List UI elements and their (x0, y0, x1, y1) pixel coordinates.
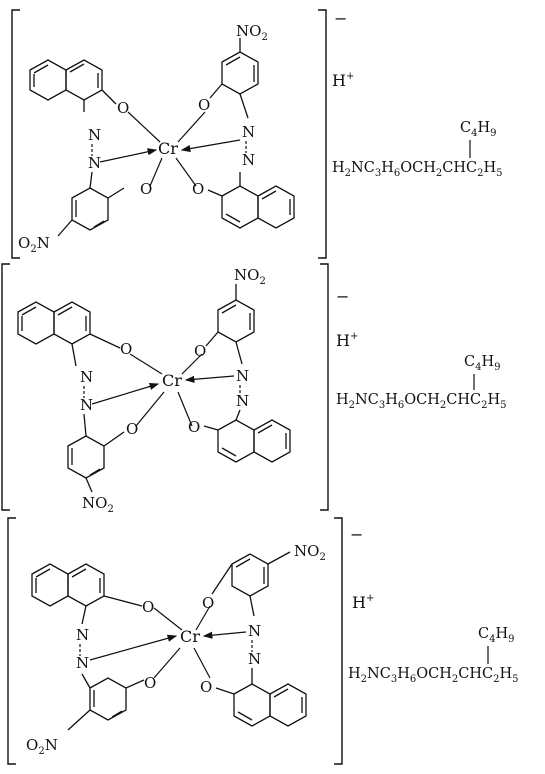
oxygen-label: O (194, 342, 206, 360)
nitro-label: O2N (18, 234, 50, 255)
metal-label: Cr (162, 371, 182, 390)
svg-text:C4H9: C4H9 (460, 120, 497, 139)
right-bracket (320, 263, 329, 511)
amine-counterion: C4H9 H2NC3H6OCH2CHC2H5 (336, 354, 507, 411)
azo-n-label: N (80, 396, 93, 414)
nitro-label: NO2 (236, 22, 268, 43)
oxygen-label: O (142, 598, 154, 616)
complex-isomer-3: − O NO2 O N N N N Cr (7, 517, 519, 765)
phenyl-top-right (211, 551, 291, 617)
oxygen-label: O (117, 99, 129, 117)
proton-label: H+ (336, 331, 358, 350)
left-bracket (11, 9, 20, 259)
svg-text:H2NC3H6OCH2CHC2H5: H2NC3H6OCH2CHC2H5 (332, 160, 503, 179)
phenyl-top-right (209, 38, 259, 119)
complex-isomer-2: − O NO2 O N N N N Cr (1, 263, 507, 515)
svg-text:C4H9: C4H9 (464, 354, 501, 373)
complex-isomer-1: − O NO2 O N N N N (11, 9, 503, 259)
azo-n-label: N (88, 126, 101, 144)
oxygen-label: O (144, 674, 156, 692)
naphthalene-bottom-right (203, 409, 291, 463)
nitro-label: NO2 (82, 494, 114, 515)
phenyl-bottom-left (57, 171, 125, 237)
azo-n-label: N (248, 650, 261, 668)
svg-text:H2NC3H6OCH2CHC2H5: H2NC3H6OCH2CHC2H5 (348, 666, 519, 685)
oxygen-label: O (140, 180, 152, 198)
oxygen-label: O (126, 420, 138, 438)
left-bracket (1, 263, 10, 511)
metal-label: Cr (158, 139, 178, 158)
left-bracket (7, 517, 16, 765)
azo-n-label: N (76, 626, 89, 644)
phenyl-top-right (205, 284, 255, 365)
oxygen-label: O (188, 418, 200, 436)
oxygen-label: O (192, 180, 204, 198)
azo-n-label: N (242, 151, 255, 169)
azo-n-label: N (76, 654, 89, 672)
naphthalene-bottom-right (215, 668, 307, 727)
naphthalene-top-left (17, 301, 121, 367)
naphthalene-bottom-right (207, 172, 295, 229)
metal-label: Cr (180, 627, 200, 646)
proton-label: H+ (332, 71, 354, 90)
azo-n-label: N (248, 622, 261, 640)
svg-text:H2NC3H6OCH2CHC2H5: H2NC3H6OCH2CHC2H5 (336, 392, 507, 411)
charge-label: − (336, 287, 349, 306)
nitro-label: NO2 (294, 542, 326, 563)
proton-label: H+ (352, 593, 374, 612)
svg-text:C4H9: C4H9 (478, 626, 515, 645)
azo-n-label: N (236, 392, 249, 410)
oxygen-label: O (198, 96, 210, 114)
azo-n-label: N (80, 368, 93, 386)
oxygen-label: O (200, 678, 212, 696)
charge-label: − (350, 525, 363, 544)
phenyl-bottom-left (67, 673, 145, 731)
amine-counterion: C4H9 H2NC3H6OCH2CHC2H5 (348, 626, 519, 685)
oxygen-label: O (120, 340, 132, 358)
phenyl-bottom-left (67, 413, 125, 493)
azo-n-label: N (236, 367, 249, 385)
azo-n-label: N (88, 154, 101, 172)
charge-label: − (334, 9, 347, 28)
nitro-label: O2N (26, 736, 58, 757)
right-bracket (334, 517, 343, 765)
oxygen-label: O (202, 594, 214, 612)
naphthalene-top-left (31, 563, 143, 625)
naphthalene-top-left (29, 59, 117, 112)
right-bracket (318, 9, 327, 259)
azo-n-label: N (242, 123, 255, 141)
amine-counterion: C4H9 H2NC3H6OCH2CHC2H5 (332, 120, 503, 179)
nitro-label: NO2 (234, 266, 266, 287)
